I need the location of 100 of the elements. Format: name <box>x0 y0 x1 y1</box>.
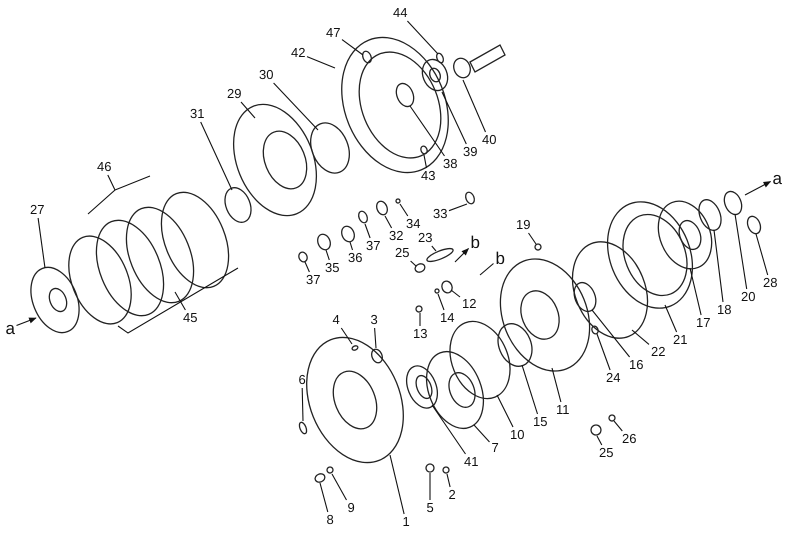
callout-number: 11 <box>555 403 570 417</box>
callout-number: 3 <box>370 313 379 327</box>
callout-number: 46 <box>96 160 112 174</box>
callout-number: 12 <box>461 297 478 311</box>
leader-line <box>306 56 336 68</box>
leader-line <box>410 260 416 266</box>
callout-number: 15 <box>532 415 548 429</box>
leader-line <box>551 368 562 402</box>
callout-number: 4 <box>332 313 341 327</box>
callout-number: 16 <box>628 358 644 372</box>
callout-number: 7 <box>490 441 500 455</box>
callout-number: 43 <box>420 169 436 183</box>
callout-number: 20 <box>740 290 756 304</box>
callout-number: 33 <box>432 207 448 221</box>
callout-number: 23 <box>417 231 434 245</box>
callout-number: 1 <box>402 515 411 529</box>
leader-line <box>474 424 490 442</box>
reference-letter: a <box>772 170 783 186</box>
arrow <box>16 317 37 326</box>
callout-number: 35 <box>324 261 340 275</box>
callout-number: 17 <box>695 316 712 330</box>
leader-line <box>325 250 330 260</box>
callout-number: 42 <box>290 46 306 60</box>
leader-line <box>437 294 445 310</box>
callout-number: 24 <box>605 371 622 385</box>
callout-number: 47 <box>325 26 342 40</box>
callout-number: 5 <box>426 501 435 515</box>
leader-line <box>429 473 431 500</box>
leader-line <box>432 404 466 454</box>
reference-letter: b <box>470 234 481 250</box>
leader-line <box>448 203 468 212</box>
leader-line <box>389 454 405 514</box>
leader-line <box>480 263 494 276</box>
callout-number: 13 <box>412 327 428 341</box>
leader-line <box>446 474 451 488</box>
bracket-leader-line <box>117 267 239 334</box>
callout-number: 2 <box>448 488 457 502</box>
leader-line <box>689 268 702 316</box>
leader-line <box>596 334 611 370</box>
leader-line <box>734 214 748 290</box>
callout-number: 36 <box>347 251 364 265</box>
callout-number: 39 <box>462 145 478 159</box>
callout-number: 34 <box>405 217 422 231</box>
reference-letter: b <box>494 250 506 266</box>
leader-line <box>374 328 377 348</box>
callout-number: 21 <box>672 333 688 347</box>
arrow <box>454 248 470 262</box>
leader-line <box>349 242 354 250</box>
leader-line <box>521 364 538 414</box>
callout-number: 38 <box>442 157 458 171</box>
leader-line <box>410 106 445 156</box>
leader-line <box>442 92 467 144</box>
leader-line <box>273 82 318 130</box>
callout-number: 18 <box>716 303 732 317</box>
callout-number: 8 <box>326 513 335 527</box>
leader-line <box>419 313 421 326</box>
bracket-leader-line <box>87 174 151 215</box>
callout-number: 26 <box>621 432 638 446</box>
callout-number: 30 <box>258 68 274 82</box>
leader-line <box>364 224 371 238</box>
leader-line <box>304 262 310 272</box>
callout-number: 25 <box>394 246 410 260</box>
callout-number: 31 <box>189 107 206 121</box>
leader-line <box>664 304 678 332</box>
leader-line <box>632 330 650 345</box>
leader-line <box>302 388 304 422</box>
callout-number: 40 <box>481 133 498 147</box>
callout-number: 41 <box>463 455 480 469</box>
leader-line <box>462 80 486 132</box>
callout-number: 28 <box>762 276 778 290</box>
leader-line <box>332 474 347 500</box>
leader-line <box>340 328 352 344</box>
leader-line <box>614 420 623 432</box>
leader-line <box>528 232 536 244</box>
leader-line <box>596 436 602 446</box>
callout-number: 10 <box>509 428 526 442</box>
callout-number: 6 <box>298 373 307 387</box>
leader-line <box>384 216 392 228</box>
leader-line <box>240 102 256 118</box>
callout-number: 45 <box>182 311 198 325</box>
callout-number: 25 <box>598 446 614 460</box>
leader-line <box>431 246 436 252</box>
leader-line <box>38 218 46 268</box>
reference-letter: a <box>4 320 16 336</box>
leader-line <box>592 310 630 358</box>
leader-line <box>450 290 460 298</box>
callout-number: 19 <box>515 218 532 232</box>
leader-line <box>713 230 724 302</box>
leader-line <box>342 39 364 56</box>
callout-number: 37 <box>365 239 382 253</box>
leader-line <box>423 154 428 168</box>
callout-number: 29 <box>226 87 242 101</box>
callout-number: 14 <box>439 311 456 325</box>
callout-number: 37 <box>305 273 322 287</box>
leader-line <box>319 482 328 512</box>
leader-line <box>400 204 408 216</box>
leader-line <box>755 234 768 276</box>
callout-number: 32 <box>388 229 404 243</box>
callout-number: 22 <box>650 345 666 359</box>
leader-line <box>200 122 232 190</box>
